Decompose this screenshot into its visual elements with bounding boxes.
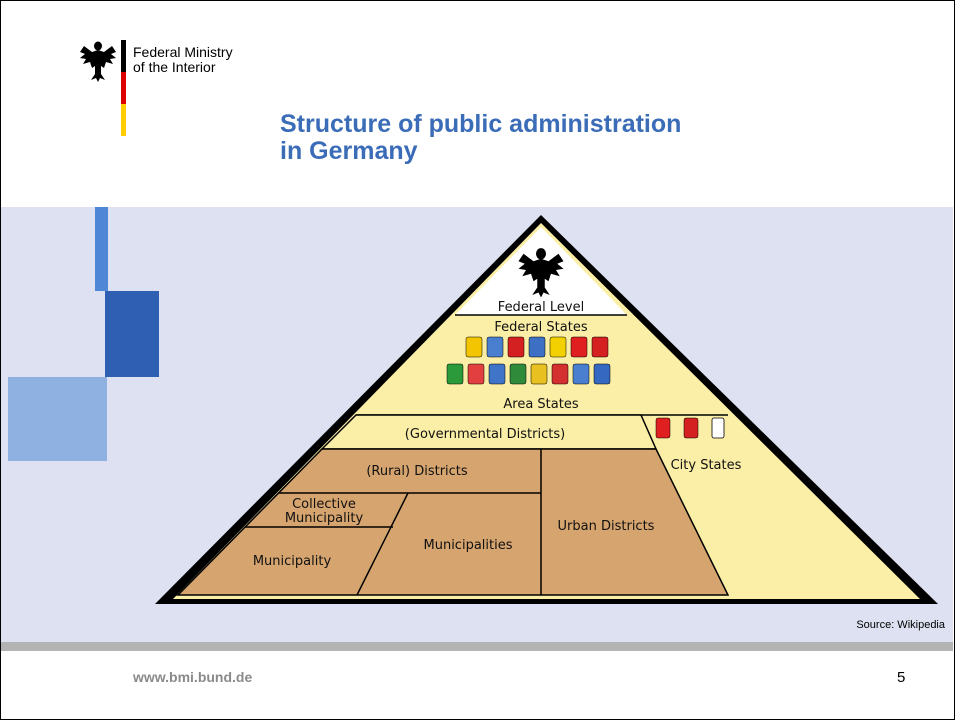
state-coat-of-arms-icon bbox=[551, 363, 569, 385]
city-state-coat-of-arms-icon bbox=[655, 417, 671, 439]
state-coat-of-arms-icon bbox=[467, 363, 485, 385]
state-coat-of-arms-icon bbox=[528, 336, 546, 358]
label-city-states: City States bbox=[671, 458, 742, 473]
state-coat-of-arms-icon bbox=[488, 363, 506, 385]
state-coat-of-arms-icon bbox=[465, 336, 483, 358]
page-number: 5 bbox=[897, 669, 906, 686]
label-urban-districts: Urban Districts bbox=[558, 519, 655, 534]
ministry-name: Federal Ministry of the Interior bbox=[133, 45, 233, 75]
city-state-coat-of-arms-icon bbox=[711, 417, 725, 439]
label-federal-level: Federal Level bbox=[498, 300, 584, 315]
federal-eagle-icon bbox=[518, 248, 564, 298]
state-coats-of-arms bbox=[446, 336, 611, 385]
label-rural-districts: (Rural) Districts bbox=[366, 464, 468, 479]
label-governmental-districts: (Governmental Districts) bbox=[405, 427, 565, 442]
source-note: Source: Wikipedia bbox=[856, 619, 945, 631]
decor-square-1 bbox=[95, 207, 108, 291]
city-state-coats-of-arms bbox=[655, 417, 725, 439]
state-coat-of-arms-icon bbox=[507, 336, 525, 358]
federal-eagle-icon bbox=[80, 41, 116, 82]
page-title: Structure of public administration in Ge… bbox=[280, 110, 682, 165]
label-area-states: Area States bbox=[503, 397, 578, 412]
state-coat-of-arms-icon bbox=[549, 336, 567, 358]
state-coat-of-arms-icon bbox=[593, 363, 611, 385]
city-state-coat-of-arms-icon bbox=[683, 417, 699, 439]
state-coat-of-arms-icon bbox=[486, 336, 504, 358]
label-federal-states: Federal States bbox=[494, 320, 587, 335]
state-coat-of-arms-icon bbox=[446, 363, 464, 385]
footer-divider bbox=[1, 642, 953, 651]
state-coat-of-arms-icon bbox=[572, 363, 590, 385]
label-collective-municipality-2: Municipality bbox=[285, 511, 364, 526]
decor-square-2 bbox=[105, 291, 159, 377]
state-coat-of-arms-icon bbox=[509, 363, 527, 385]
ministry-line-1: Federal Ministry bbox=[133, 44, 233, 60]
label-municipality: Municipality bbox=[253, 554, 332, 569]
label-collective-municipality-1: Collective bbox=[292, 497, 356, 512]
administration-pyramid: Federal Level Federal States Area States… bbox=[155, 215, 938, 604]
footer-url: www.bmi.bund.de bbox=[133, 669, 253, 685]
decor-square-3 bbox=[8, 377, 107, 461]
ministry-line-2: of the Interior bbox=[133, 59, 216, 75]
state-coat-of-arms-icon bbox=[591, 336, 609, 358]
german-flag-bar bbox=[121, 40, 126, 136]
districts-section bbox=[176, 448, 730, 596]
label-municipalities: Municipalities bbox=[424, 538, 513, 553]
state-coat-of-arms-icon bbox=[530, 363, 548, 385]
state-coat-of-arms-icon bbox=[570, 336, 588, 358]
